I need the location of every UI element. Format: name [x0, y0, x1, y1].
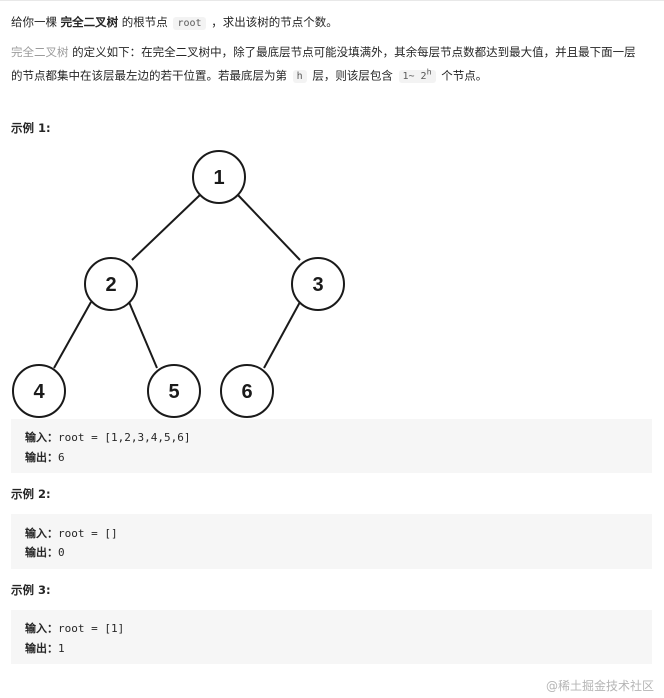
example-2-heading: 示例 2: — [11, 487, 51, 501]
input-value: root = [] — [58, 527, 118, 540]
input-value: root = [1] — [58, 622, 125, 635]
edge-3-6 — [263, 301, 301, 369]
edge-1-3 — [236, 193, 301, 261]
input-label: 输入： — [25, 527, 58, 540]
example-2-input-line: 输入：root = [] — [25, 525, 118, 541]
watermark: @稀土掘金技术社区 — [545, 679, 654, 693]
node-label-2: 2 — [105, 274, 116, 296]
definition-link[interactable]: 完全二叉树 — [11, 45, 69, 59]
node-circle-1 — [192, 150, 246, 204]
node-circle-5 — [147, 364, 201, 418]
output-label: 输出： — [25, 642, 58, 655]
input-label: 输入： — [25, 622, 58, 635]
statement-text: 的根节点 — [118, 15, 172, 29]
node-label-5: 5 — [168, 381, 179, 403]
node-label-6: 6 — [241, 381, 252, 403]
example-3-output-line: 输出：1 — [25, 640, 65, 656]
range-base: 1~ 2 — [402, 71, 427, 83]
inline-code-range: 1~ 2h — [398, 67, 436, 84]
definition-line-1: 完全二叉树 的定义如下：在完全二叉树中，除了最底层节点可能没填满外，其余每层节点… — [11, 42, 636, 62]
edge-2-5 — [128, 301, 158, 369]
output-value: 0 — [58, 546, 65, 559]
example-3-input-line: 输入：root = [1] — [25, 620, 124, 636]
edge-1-2 — [131, 193, 202, 261]
inline-code-h: h — [292, 70, 307, 84]
example-3-heading: 示例 3: — [11, 583, 51, 597]
example-1-code-block: 输入：root = [1,2,3,4,5,6] 输出：6 — [11, 419, 652, 473]
top-divider — [0, 0, 664, 1]
output-value: 6 — [58, 451, 65, 464]
definition-text: 的定义如下：在完全二叉树中，除了最底层节点可能没填满外，其余每层节点数都达到最大… — [68, 45, 636, 59]
statement-text: 给你一棵 — [11, 15, 61, 29]
edge-2-4 — [53, 301, 92, 369]
example-1-output-line: 输出：6 — [25, 449, 65, 465]
output-label: 输出： — [25, 451, 58, 464]
example-1-input-line: 输入：root = [1,2,3,4,5,6] — [25, 429, 190, 445]
input-value: root = [1,2,3,4,5,6] — [58, 431, 191, 444]
binary-tree-diagram: 1 2 3 4 5 6 — [12, 150, 345, 418]
problem-statement: 给你一棵 完全二叉树 的根节点 root ，求出该树的节点个数。 — [11, 12, 338, 34]
node-label-1: 1 — [213, 167, 224, 189]
node-label-4: 4 — [33, 381, 45, 403]
input-label: 输入： — [25, 431, 58, 444]
statement-text: ，求出该树的节点个数。 — [207, 15, 338, 29]
definition-text: 层，则该层包含 — [308, 68, 397, 83]
node-circle-6 — [220, 364, 274, 418]
definition-line-2: 的节点都集中在该层最左边的若干位置。若最底层为第 h 层，则该层包含 1~ 2h… — [11, 62, 487, 87]
node-circle-2 — [84, 257, 138, 311]
example-2-code-block: 输入：root = [] 输出：0 — [11, 514, 652, 569]
definition-text: 个节点。 — [437, 68, 488, 83]
example-3-code-block: 输入：root = [1] 输出：1 — [11, 610, 652, 664]
output-value: 1 — [58, 642, 65, 655]
example-1-heading: 示例 1: — [11, 121, 51, 135]
output-label: 输出： — [25, 546, 58, 559]
node-circle-3 — [291, 257, 345, 311]
statement-bold: 完全二叉树 — [60, 15, 119, 29]
node-circle-4 — [12, 364, 66, 418]
inline-code-root: root — [173, 17, 206, 30]
range-exponent: h — [426, 67, 432, 77]
node-label-3: 3 — [312, 274, 323, 296]
example-2-output-line: 输出：0 — [25, 544, 65, 560]
definition-text: 的节点都集中在该层最左边的若干位置。若最底层为第 — [11, 68, 291, 83]
